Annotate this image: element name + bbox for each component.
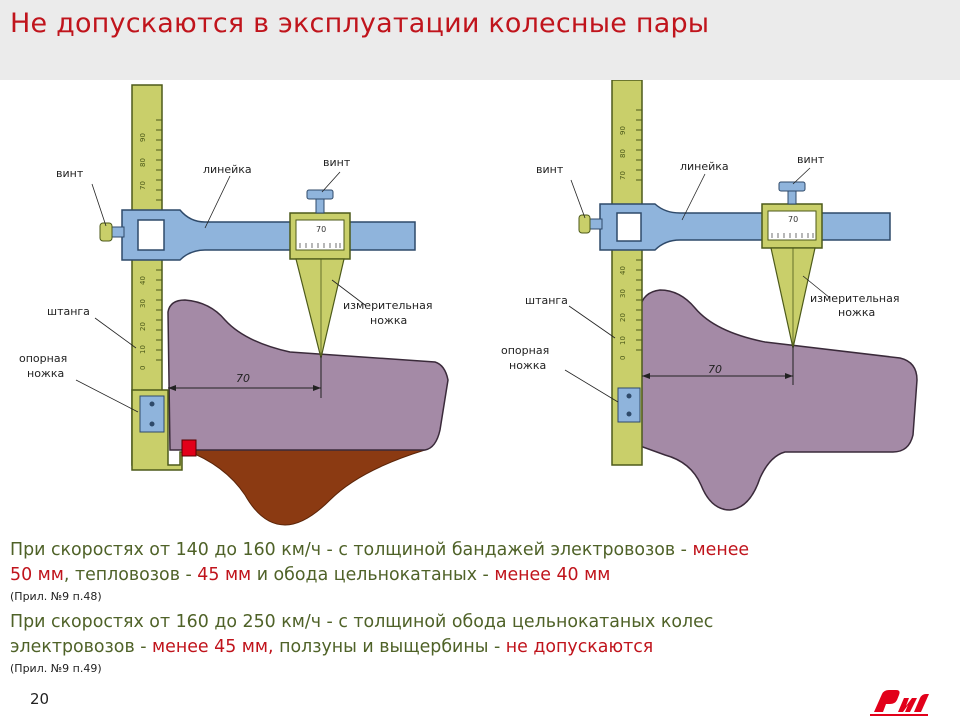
scale-label-80: 80 (139, 158, 147, 167)
left-screw-head (99, 222, 113, 242)
highlight: менее 45 мм, (152, 637, 274, 657)
scale-label-70-right: 70 (619, 171, 627, 180)
label-izmeritelnaya-right: измерительная (810, 292, 899, 305)
clamp-plate-right (617, 387, 641, 423)
label-izmeritelnaya: измерительная (343, 299, 432, 312)
label-opornaya: опорная (19, 352, 67, 365)
left-screw-shaft-right (589, 218, 603, 230)
label-vint-left: винт (56, 167, 84, 180)
figure-right: 90 80 70 40 30 20 10 0 70 70 винт лин (475, 79, 950, 534)
highlight: менее 40 мм (494, 565, 611, 585)
clamp-plate (139, 395, 165, 433)
scale-label-30-right: 30 (619, 289, 627, 298)
reference-1: (Прил. №9 п.48) (10, 590, 102, 603)
label-opornaya-nozhka: ножка (27, 367, 64, 380)
page-number: 20 (30, 690, 50, 708)
text-span: - с толщиной обода цельнокатаных колес (321, 612, 714, 632)
rail-head (184, 449, 426, 526)
scale-label-90-right: 90 (619, 126, 627, 135)
scale-label-70: 70 (139, 181, 147, 190)
left-screw-head-right (578, 214, 591, 234)
scale-label-0: 0 (139, 366, 147, 370)
lineika-bar (121, 209, 416, 261)
top-screw-head-right (778, 181, 806, 192)
speed-range-2: При скоростях от 160 до 250 км/ч (10, 612, 321, 632)
scale-label-40-right: 40 (619, 266, 627, 275)
scale-label-40: 40 (139, 276, 147, 285)
label-lineika-right: линейка (680, 160, 729, 173)
highlight: менее (692, 540, 750, 560)
highlight: 45 мм (197, 565, 252, 585)
label-opornaya-right: опорная (501, 344, 549, 357)
label-shtanga-right: штанга (525, 294, 568, 307)
slide-title: Не допускаются в эксплуатации колесные п… (10, 8, 710, 39)
text-span: - с толщиной бандажей электровозов - (321, 540, 693, 560)
scale-ticks (156, 119, 162, 361)
scale-label-90: 90 (139, 133, 147, 142)
label-nozhka-right: ножка (838, 306, 875, 319)
scale-label-80-right: 80 (619, 149, 627, 158)
label-opornaya-nozhka-right: ножка (509, 359, 546, 372)
dimension-label-right: 70 (708, 363, 722, 376)
rzd-logo-icon (870, 690, 929, 716)
top-screw-shaft (315, 197, 325, 214)
highlight: не допускаются (505, 637, 654, 657)
measuring-leg (295, 258, 345, 359)
scale-label-30: 30 (139, 299, 147, 308)
top-screw-head (306, 189, 334, 200)
label-shtanga: штанга (47, 305, 90, 318)
text-span: ползуны и выщербины - (273, 637, 506, 657)
scale-label-20-right: 20 (619, 313, 627, 322)
content-text: При скоростях от 140 до 160 км/ч - с тол… (10, 538, 950, 682)
gauge-diagram-right: 90 80 70 40 30 20 10 0 70 70 винт лин (501, 79, 918, 511)
text-span: электровозов - (10, 637, 153, 657)
label-vint-top: винт (323, 156, 351, 169)
label-nozhka: ножка (370, 314, 407, 327)
label-vint-top-right: винт (797, 153, 825, 166)
wheel-profile (167, 299, 449, 451)
paragraph1-line2: 50 мм, тепловозов - 45 мм и обода цельно… (10, 563, 950, 588)
clamp-window-right (616, 212, 642, 242)
text-span: , тепловозов - (63, 565, 198, 585)
clamp-window (137, 219, 165, 251)
scale-label-10-right: 10 (619, 336, 627, 345)
paragraph2-line1: При скоростях от 160 до 250 км/ч - с тол… (10, 610, 950, 635)
scale-label-0-right: 0 (619, 356, 627, 360)
dial-value: 70 (316, 225, 326, 234)
figure-left: 90 80 70 40 30 20 10 0 70 70 (0, 80, 475, 534)
scale-label-20: 20 (139, 322, 147, 331)
paragraph2-line2: электровозов - менее 45 мм, ползуны и вы… (10, 635, 950, 660)
scale-label-10: 10 (139, 345, 147, 354)
wheel-profile-worn (639, 289, 918, 511)
title-bar: Не допускаются в эксплуатации колесные п… (0, 0, 960, 80)
lineika-bar-right (599, 203, 891, 251)
dimension-label: 70 (236, 372, 250, 385)
text-span: и обода цельнокатаных - (251, 565, 495, 585)
highlight: 50 мм (10, 565, 64, 585)
gauge-diagram-left: 90 80 70 40 30 20 10 0 70 70 (19, 84, 449, 526)
label-vint-left-right: винт (536, 163, 564, 176)
label-lineika: линейка (203, 163, 252, 176)
dial-value-right: 70 (788, 215, 798, 224)
red-marker (181, 439, 197, 457)
reference-2: (Прил. №9 п.49) (10, 662, 102, 675)
left-screw-shaft (111, 226, 125, 238)
top-screw-shaft-right (787, 189, 797, 205)
speed-range-1: При скоростях от 140 до 160 км/ч (10, 540, 321, 560)
paragraph1-line1: При скоростях от 140 до 160 км/ч - с тол… (10, 538, 950, 563)
